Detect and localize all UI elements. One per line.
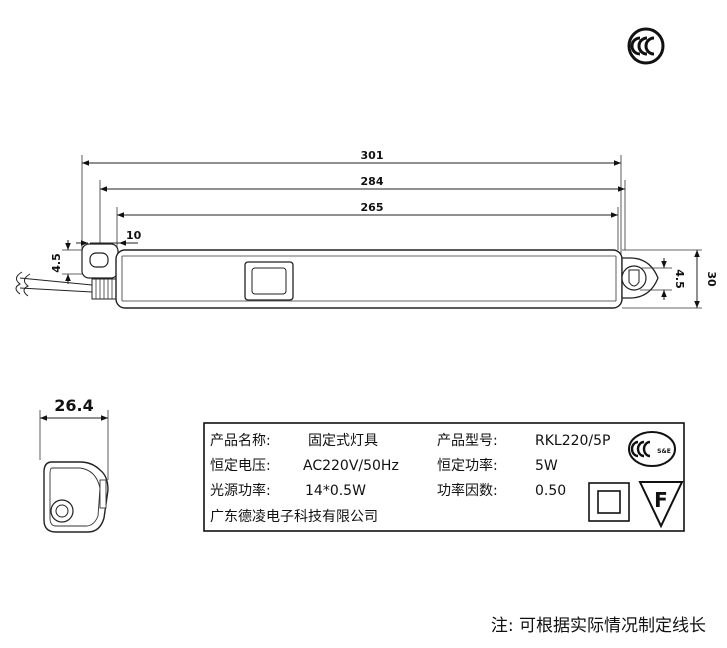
dim-tube-length: 265 (361, 201, 384, 214)
lamp-end-view: 26.4 (39, 396, 109, 533)
voltage-label: 恒定电压: (210, 458, 271, 474)
double-insulation-icon (588, 482, 630, 522)
source-power-value: 14*0.5W (305, 483, 366, 499)
product-name-label: 产品名称: (210, 433, 271, 449)
dim-slot-right: 4.5 (673, 269, 686, 289)
dim-mount-span: 284 (361, 175, 384, 188)
power-label: 恒定功率: (437, 457, 498, 474)
dim-overall-length: 301 (361, 149, 384, 162)
wire-icon (15, 271, 117, 300)
power-factor-label: 功率因数: (437, 482, 498, 499)
dim-end-width: 26.4 (54, 396, 93, 415)
length-note: 注: 可根据实际情况制定线长 (491, 616, 706, 636)
ccc-mark-icon (627, 27, 665, 65)
ccc-se-mark-icon: S&E (628, 431, 676, 467)
nameplate-label: 产品名称: 固定式灯具 产品型号: RKL220/5P 恒定电压: AC220V… (203, 422, 685, 532)
dim-slot-left: 4.5 (50, 253, 63, 273)
product-name-value: 固定式灯具 (308, 433, 378, 449)
model-label: 产品型号: (437, 433, 498, 449)
voltage-value: AC220V/50Hz (303, 458, 399, 474)
source-power-label: 光源功率: (210, 482, 271, 499)
model-value: RKL220/5P (535, 433, 611, 449)
f-mark-text: F (654, 488, 668, 512)
f-mark-icon: F (638, 481, 684, 529)
power-factor-value: 0.50 (535, 483, 566, 499)
power-value: 5W (535, 458, 558, 474)
dim-end-offset: 10 (126, 229, 142, 242)
dim-height: 30 (705, 271, 718, 287)
cert-small-text: S&E (657, 448, 671, 455)
company-name: 广东德凌电子科技有限公司 (210, 509, 378, 525)
lamp-side-view: 301 284 265 10 4.5 (15, 149, 718, 309)
